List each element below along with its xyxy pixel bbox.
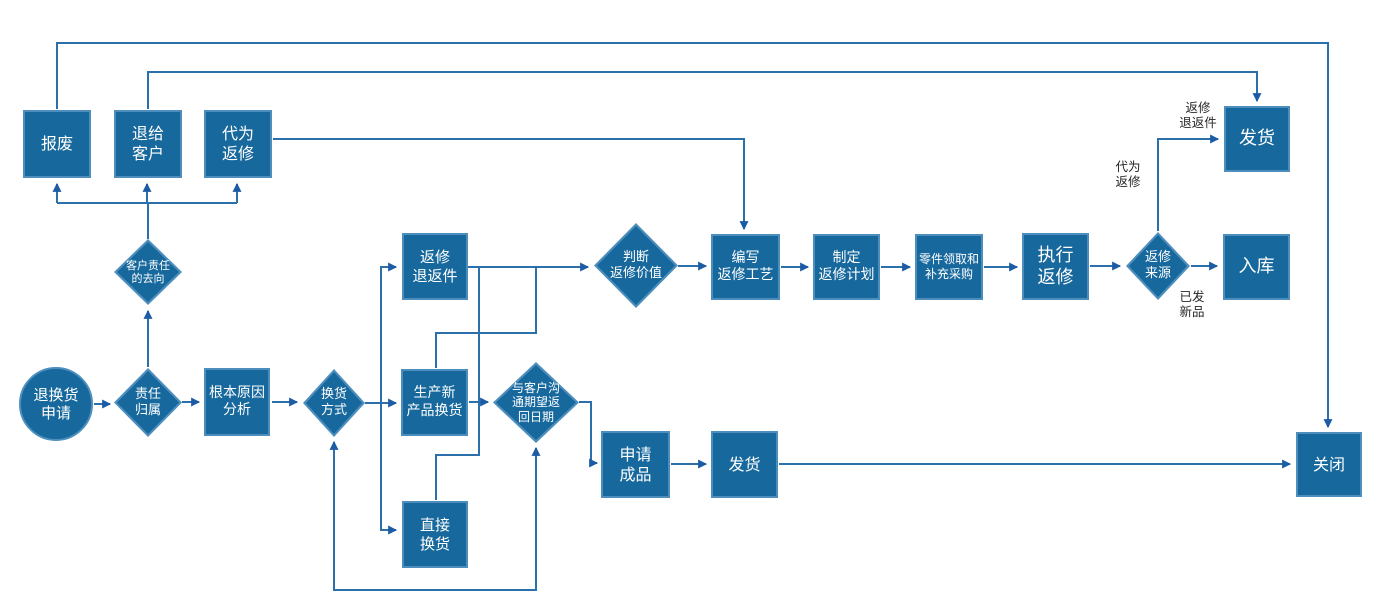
node-warehouse-in-label: 入库 bbox=[1238, 256, 1275, 278]
node-direct-exchange: 直接 换货 bbox=[402, 501, 468, 568]
node-write-repair-process-label: 编写 返修工艺 bbox=[717, 249, 774, 283]
edge-feedback-to-communicate bbox=[436, 446, 541, 591]
node-request-finished-goods-label: 申请 成品 bbox=[619, 444, 652, 484]
edge-repaironbehalf-to-writeprocess bbox=[273, 138, 749, 231]
node-parts-pickup-purchase: 零件领取和 补充采购 bbox=[915, 234, 983, 300]
node-root-cause-analysis: 根本原因 分析 bbox=[204, 368, 270, 436]
edge-producenew-riser bbox=[435, 266, 537, 368]
node-ship-top-label: 发货 bbox=[1239, 128, 1275, 150]
node-customer-liability-routing-label: 客户责任 的去向 bbox=[126, 258, 170, 285]
node-make-repair-plan-label: 制定 返修计划 bbox=[818, 249, 875, 283]
edge-directexchange-riser bbox=[435, 266, 480, 500]
node-return-to-customer-label: 退给 客户 bbox=[131, 124, 164, 163]
edge-method-to-repairpart bbox=[365, 262, 398, 404]
edge-method-to-directexchange bbox=[380, 403, 398, 535]
edge-returncustomer-to-shiptop bbox=[147, 71, 1262, 109]
node-produce-new-product: 生产新 产品换货 bbox=[401, 369, 468, 436]
node-execute-repair: 执行 返修 bbox=[1022, 233, 1089, 300]
node-parts-pickup-purchase-label: 零件领取和 补充采购 bbox=[918, 252, 979, 281]
node-close-label: 关闭 bbox=[1312, 454, 1345, 474]
node-direct-exchange-label: 直接 换货 bbox=[419, 516, 450, 553]
node-repair-returned-part: 返修 退返件 bbox=[402, 233, 468, 300]
node-repair-on-behalf-label: 代为 返修 bbox=[221, 124, 254, 163]
node-repair-source-label: 返修 来源 bbox=[1144, 250, 1171, 281]
edge-communicate-to-request bbox=[579, 401, 599, 468]
node-repair-on-behalf: 代为 返修 bbox=[204, 110, 272, 178]
node-liability-attribution-label: 责任 归属 bbox=[134, 386, 161, 418]
node-exchange-method-label: 换货 方式 bbox=[320, 387, 347, 418]
node-ship-top: 发货 bbox=[1224, 106, 1290, 172]
node-close: 关闭 bbox=[1296, 432, 1362, 497]
node-execute-repair-label: 执行 返修 bbox=[1037, 244, 1074, 288]
edge-label-repair-on-behalf: 代为 返修 bbox=[1115, 159, 1141, 189]
node-write-repair-process: 编写 返修工艺 bbox=[711, 234, 780, 300]
edge-label-repair-returned-part: 返修 退返件 bbox=[1179, 100, 1217, 130]
edge-source-to-shiptop bbox=[1157, 134, 1220, 231]
edge-routing-trunk bbox=[57, 202, 237, 239]
node-make-repair-plan: 制定 返修计划 bbox=[813, 234, 880, 300]
edge-feedback-to-method bbox=[329, 440, 436, 591]
node-produce-new-product-label: 生产新 产品换货 bbox=[406, 385, 463, 419]
node-communicate-return-date-label: 与客户沟 通期望返 回日期 bbox=[511, 380, 560, 424]
node-judge-repair-value-label: 判断 返修价值 bbox=[609, 249, 662, 281]
node-return-exchange-request: 退换货 申请 bbox=[19, 367, 93, 441]
node-return-exchange-request-label: 退换货 申请 bbox=[33, 385, 79, 422]
node-repair-returned-part-label: 返修 退返件 bbox=[412, 248, 458, 285]
node-root-cause-analysis-label: 根本原因 分析 bbox=[209, 384, 265, 418]
node-request-finished-goods: 申请 成品 bbox=[601, 431, 670, 498]
node-warehouse-in: 入库 bbox=[1223, 234, 1290, 300]
node-scrap-label: 报废 bbox=[40, 134, 73, 154]
node-ship-bottom: 发货 bbox=[711, 431, 778, 498]
node-scrap: 报废 bbox=[23, 110, 91, 178]
node-return-to-customer: 退给 客户 bbox=[114, 110, 182, 178]
edge-label-new-item-shipped: 已发 新品 bbox=[1179, 289, 1205, 319]
edge-scrap-to-close bbox=[56, 42, 1333, 429]
node-ship-bottom-label: 发货 bbox=[728, 454, 761, 474]
